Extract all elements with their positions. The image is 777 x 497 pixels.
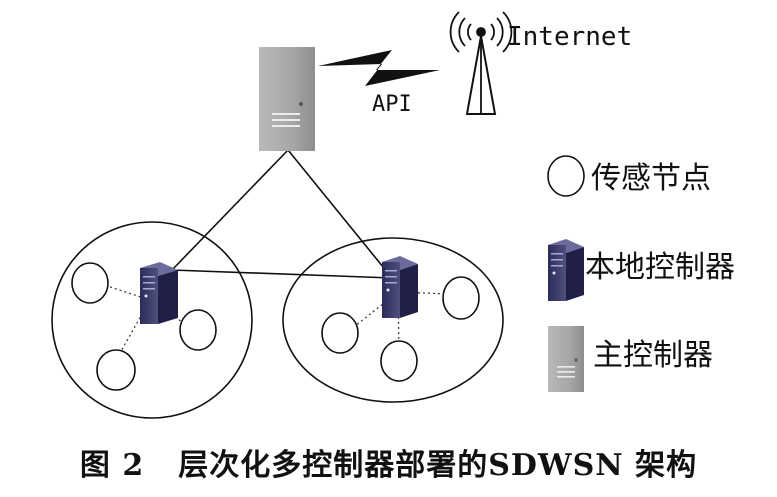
legend-sensor-node-icon (547, 155, 585, 197)
legend-sensor-node-label: 传感节点 (591, 161, 711, 196)
legend-local-controller-icon (548, 239, 584, 301)
link-left-to-right (171, 269, 393, 279)
left-cluster-boundary (51, 221, 253, 419)
internet-antenna-icon (449, 11, 513, 115)
legend-main-controller-icon (548, 326, 584, 392)
figure-number: 图 2 (79, 448, 145, 483)
legend-main-controller-label: 主控制器 (593, 338, 713, 373)
right-cluster-boundary (282, 237, 504, 403)
sensor-node (380, 340, 418, 382)
internet-label: Internet (507, 22, 632, 52)
sensor-node (179, 309, 217, 351)
api-label: API (372, 92, 412, 117)
link-main-to-left (171, 149, 289, 271)
api-lightning-icon (318, 50, 440, 86)
main-controller-icon (259, 47, 315, 151)
legend: 传感节点 本地控制器 主控制器 (547, 155, 735, 392)
local-controller-icon (140, 262, 178, 324)
legend-local-controller-label: 本地控制器 (585, 250, 735, 285)
sensor-node (71, 262, 109, 304)
sensor-node (96, 349, 136, 391)
figure-title: 层次化多控制器部署的SDWSN 架构 (178, 448, 698, 483)
sensor-node (321, 312, 359, 354)
controller-links (171, 149, 393, 279)
figure-caption: 图 2 层次化多控制器部署的SDWSN 架构 (0, 440, 777, 484)
sensor-nodes (71, 262, 480, 391)
sensor-node (442, 276, 480, 320)
link-main-to-right (287, 149, 393, 279)
local-controller-icon (382, 256, 418, 318)
